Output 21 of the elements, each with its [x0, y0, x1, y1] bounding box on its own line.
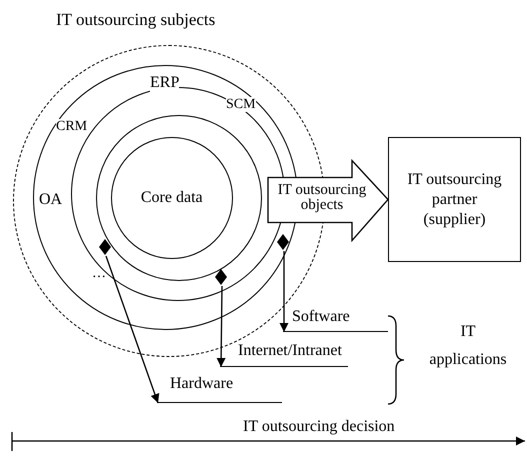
arrow	[216, 286, 226, 367]
heading: IT outsourcing subjects	[56, 11, 216, 30]
node-label: Software	[292, 308, 350, 326]
ring-label: ERP	[150, 74, 180, 92]
node-label: Core data	[140, 188, 203, 207]
ring-label: SCM	[226, 97, 256, 112]
axis-label: IT outsourcing decision	[243, 418, 395, 436]
node-label: Hardware	[170, 375, 234, 393]
core-circle	[110, 136, 233, 259]
arrow	[105, 256, 160, 404]
diamond-marker	[98, 238, 111, 255]
diamond-marker	[277, 234, 290, 250]
group-label: IT applications	[428, 322, 508, 370]
ellipsis: …	[92, 266, 106, 282]
node-label: IT outsourcing partner (supplier)	[406, 170, 503, 230]
diamond-marker	[215, 269, 228, 286]
edge-label: IT outsourcing objects	[276, 182, 368, 212]
node-label: Internet/Intranet	[238, 342, 342, 360]
block-arrow	[267, 158, 389, 242]
arrow	[280, 251, 288, 332]
partner-box	[388, 137, 521, 262]
